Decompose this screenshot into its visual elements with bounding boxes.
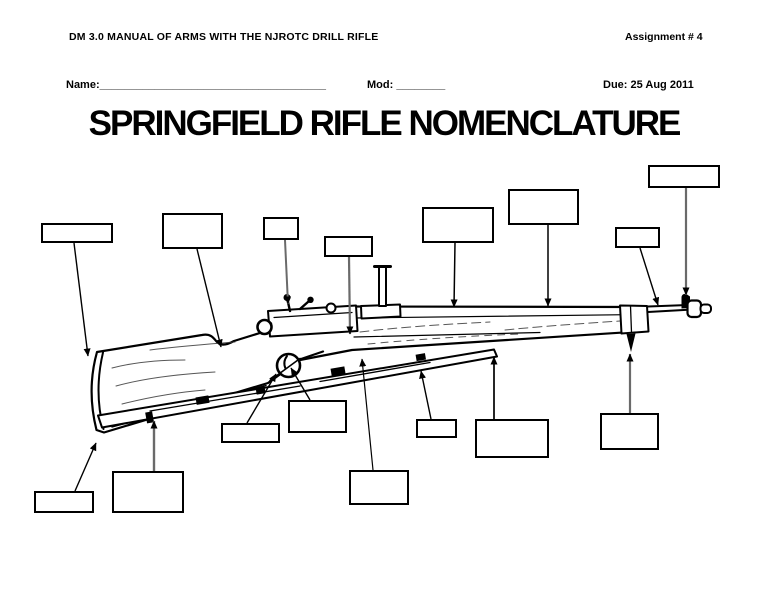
rifle-drawing <box>90 265 712 434</box>
assignment-number: Assignment # 4 <box>625 31 703 43</box>
page-title: SPRINGFIELD RIFLE NOMENCLATURE <box>88 104 682 143</box>
name-field: Name:___________________________________… <box>66 79 326 91</box>
leader-arrow-4 <box>346 256 354 335</box>
leader-arrow-1 <box>73 242 91 357</box>
course-title: DM 3.0 MANUAL OF ARMS WITH THE NJROTC DR… <box>69 31 379 43</box>
leader-arrow-12 <box>290 367 311 401</box>
mod-label: Mod: <box>367 79 394 91</box>
leader-arrow-13 <box>359 358 374 471</box>
leader-arrow-9 <box>74 442 97 492</box>
leader-arrow-14 <box>419 370 432 420</box>
name-label: Name: <box>66 79 100 91</box>
leader-arrow-7 <box>639 247 660 306</box>
mod-blank-line: ________ <box>396 79 446 91</box>
leader-arrows <box>73 188 690 492</box>
mod-field: Mod: ________ <box>367 79 445 91</box>
leader-arrow-2 <box>196 248 223 348</box>
name-blank-line: _____________________________________ <box>99 79 326 91</box>
due-date: Due: 25 Aug 2011 <box>603 79 694 91</box>
leader-arrow-5 <box>450 242 458 308</box>
leader-arrow-11 <box>246 373 277 424</box>
leader-arrow-3 <box>284 239 292 305</box>
